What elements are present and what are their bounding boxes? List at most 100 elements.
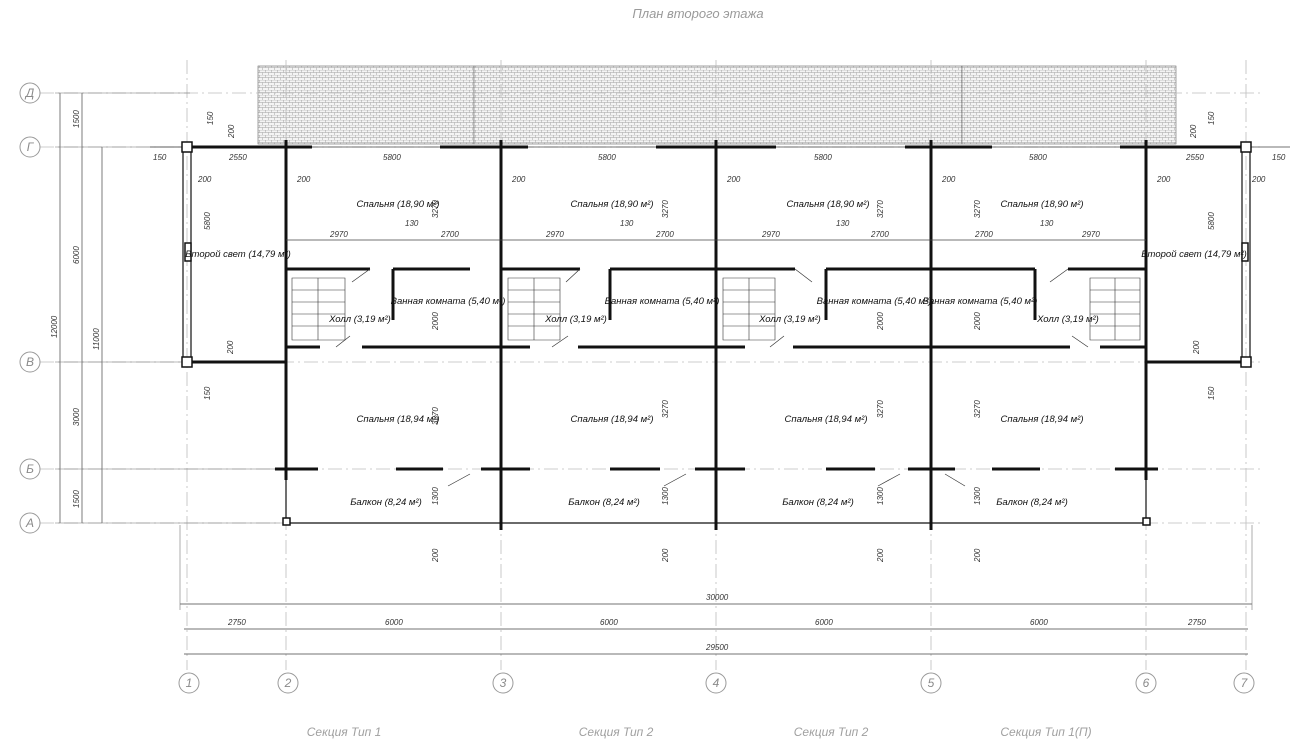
axis-letter-markers: Д Г В Б А (19, 82, 41, 534)
svg-text:5800: 5800 (1029, 153, 1047, 162)
axis-label-b: Б (26, 462, 34, 476)
axis-label-3: 3 (500, 676, 507, 690)
svg-text:3270: 3270 (973, 400, 982, 418)
svg-text:1300: 1300 (661, 487, 670, 505)
axis-label-v: В (26, 355, 34, 369)
section-labels: Секция Тип 1 Секция Тип 2 Секция Тип 2 С… (307, 725, 1092, 739)
room-label-balcony-3: Балкон (8,24 м²) (782, 497, 854, 508)
room-label-hall-2: Холл (3,19 м²) (544, 314, 607, 325)
room-label-bath-3: Ванная комната (5,40 м²) (817, 296, 932, 307)
door-swings (335, 268, 1089, 487)
svg-text:200: 200 (726, 175, 741, 184)
svg-text:1500: 1500 (72, 490, 81, 508)
svg-text:3270: 3270 (661, 400, 670, 418)
svg-text:2750: 2750 (227, 618, 246, 627)
svg-text:200: 200 (1156, 175, 1171, 184)
svg-text:2550: 2550 (228, 153, 247, 162)
svg-text:130: 130 (836, 219, 850, 228)
svg-text:200: 200 (1251, 175, 1266, 184)
svg-text:2000: 2000 (431, 312, 440, 331)
axis-label-2: 2 (284, 676, 292, 690)
room-label-bedroom-3b: Спальня (18,94 м²) (785, 414, 868, 425)
svg-text:150: 150 (1207, 111, 1216, 125)
svg-text:200: 200 (296, 175, 311, 184)
svg-text:5800: 5800 (814, 153, 832, 162)
room-label-second-light-left: Второй свет (14,79 м²) (185, 249, 291, 260)
svg-text:6000: 6000 (72, 246, 81, 264)
axis-label-g: Г (27, 140, 35, 154)
svg-text:130: 130 (405, 219, 419, 228)
room-label-bath-4: Ванная комната (5,40 м²) (923, 296, 1038, 307)
svg-text:5800: 5800 (203, 212, 212, 230)
svg-text:11000: 11000 (92, 328, 101, 350)
svg-text:200: 200 (1189, 124, 1198, 139)
svg-text:2970: 2970 (1081, 230, 1100, 239)
svg-text:6000: 6000 (600, 618, 618, 627)
room-label-hall-1: Холл (3,19 м²) (328, 314, 391, 325)
svg-text:150: 150 (153, 153, 167, 162)
svg-text:1300: 1300 (973, 487, 982, 505)
walls (182, 140, 1251, 530)
axis-label-7: 7 (1241, 676, 1249, 690)
interior-dimensions: 2970 2700 2970 2700 2970 2700 2700 2970 … (197, 175, 1266, 563)
room-label-bedroom-1b: Спальня (18,94 м²) (357, 414, 440, 425)
svg-text:5800: 5800 (383, 153, 401, 162)
section-label-3: Секция Тип 2 (794, 725, 869, 739)
room-label-second-light-right: Второй свет (14,79 м²) (1141, 249, 1247, 260)
axis-label-5: 5 (928, 676, 935, 690)
room-labels: Спальня (18,90 м²) Спальня (18,90 м²) Сп… (185, 199, 1247, 508)
section-label-1: Секция Тип 1 (307, 725, 382, 739)
svg-text:5800: 5800 (1207, 212, 1216, 230)
room-label-bedroom-4b: Спальня (18,94 м²) (1001, 414, 1084, 425)
svg-text:3270: 3270 (973, 200, 982, 218)
svg-text:2000: 2000 (973, 312, 982, 331)
axis-label-a: А (25, 516, 34, 530)
svg-text:1300: 1300 (876, 487, 885, 505)
axis-number-markers: 1 2 3 4 5 6 7 (178, 672, 1255, 694)
svg-text:150: 150 (1207, 386, 1216, 400)
room-label-balcony-1: Балкон (8,24 м²) (350, 497, 422, 508)
svg-text:1300: 1300 (431, 487, 440, 505)
svg-text:200: 200 (876, 548, 885, 563)
roof-hatching (257, 65, 1177, 145)
axis-label-6: 6 (1143, 676, 1150, 690)
left-dimension-chains: 1500 6000 3000 1500 12000 11000 (50, 92, 280, 524)
svg-text:2700: 2700 (655, 230, 674, 239)
room-label-balcony-4: Балкон (8,24 м²) (996, 497, 1068, 508)
room-label-hall-3: Холл (3,19 м²) (758, 314, 821, 325)
svg-text:2970: 2970 (329, 230, 348, 239)
svg-text:3270: 3270 (876, 200, 885, 218)
svg-text:3270: 3270 (431, 200, 440, 218)
room-label-bedroom-3a: Спальня (18,90 м²) (787, 199, 870, 210)
svg-text:150: 150 (1272, 153, 1286, 162)
room-label-bedroom-2b: Спальня (18,94 м²) (571, 414, 654, 425)
svg-text:200: 200 (227, 124, 236, 139)
svg-text:3270: 3270 (876, 400, 885, 418)
svg-text:6000: 6000 (815, 618, 833, 627)
axis-label-d: Д (24, 86, 35, 100)
room-label-bedroom-4a: Спальня (18,90 м²) (1001, 199, 1084, 210)
room-label-bath-2: Ванная комната (5,40 м²) (605, 296, 720, 307)
svg-text:2000: 2000 (876, 312, 885, 331)
stairs (291, 277, 1141, 341)
svg-text:200: 200 (511, 175, 526, 184)
room-label-bath-1: Ванная комната (5,40 м²) (391, 296, 506, 307)
svg-text:200: 200 (1192, 340, 1201, 355)
svg-text:130: 130 (1040, 219, 1054, 228)
svg-text:29500: 29500 (705, 643, 729, 652)
svg-text:200: 200 (197, 175, 212, 184)
svg-text:150: 150 (203, 386, 212, 400)
room-label-bedroom-2a: Спальня (18,90 м²) (571, 199, 654, 210)
svg-text:2750: 2750 (1187, 618, 1206, 627)
svg-text:6000: 6000 (385, 618, 403, 627)
svg-text:2550: 2550 (1185, 153, 1204, 162)
svg-text:30000: 30000 (706, 593, 729, 602)
svg-text:200: 200 (226, 340, 235, 355)
svg-text:3000: 3000 (72, 408, 81, 426)
svg-text:12000: 12000 (50, 315, 59, 338)
svg-text:2970: 2970 (545, 230, 564, 239)
svg-text:2700: 2700 (440, 230, 459, 239)
svg-text:3270: 3270 (431, 407, 440, 425)
drawing-title: План второго этажа (632, 6, 763, 21)
svg-text:2700: 2700 (974, 230, 993, 239)
